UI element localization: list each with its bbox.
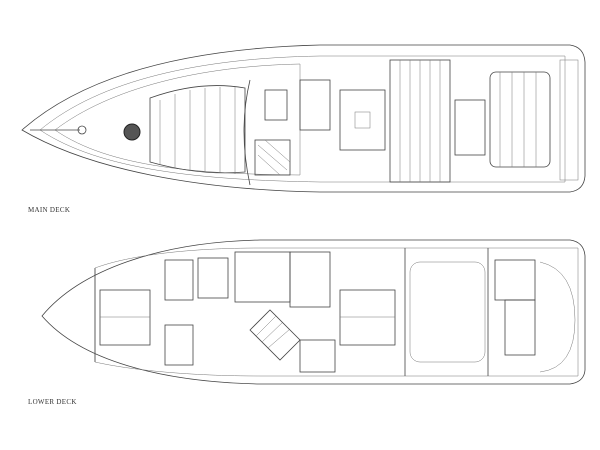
guest-cabin [234,251,291,303]
main-deck-label: MAIN DECK [28,206,71,214]
main-deck-hull-outline [21,44,586,193]
saloon-sofa [299,79,331,131]
lower-deck-label: LOWER DECK [28,398,77,406]
guest-head [164,324,194,366]
main-deck-plan [21,44,586,193]
lower-deck-plan [41,239,586,385]
lower-stairs [249,309,301,361]
hatch-icon [123,123,141,141]
crew-cabin [494,259,536,301]
windscreen [243,79,251,186]
galley [289,251,331,308]
saloon-table [339,89,386,151]
forward-cabin-bed [99,289,151,346]
helm-seat [264,89,288,121]
forward-head [164,259,194,301]
swim-platform [559,59,579,181]
main-deck-inner-outline [39,55,566,183]
sunpad-fore [149,85,246,174]
master-head [299,339,336,373]
garage [504,299,536,356]
engine-room [409,261,486,363]
cockpit-seating [454,99,486,156]
shower [197,257,229,299]
companionway-stairs [254,139,291,176]
lower-deck-hull-outline [41,239,586,385]
main-deck-gunwale [54,63,301,176]
aft-sunpad [489,71,551,168]
master-cabin-bed [339,289,396,346]
